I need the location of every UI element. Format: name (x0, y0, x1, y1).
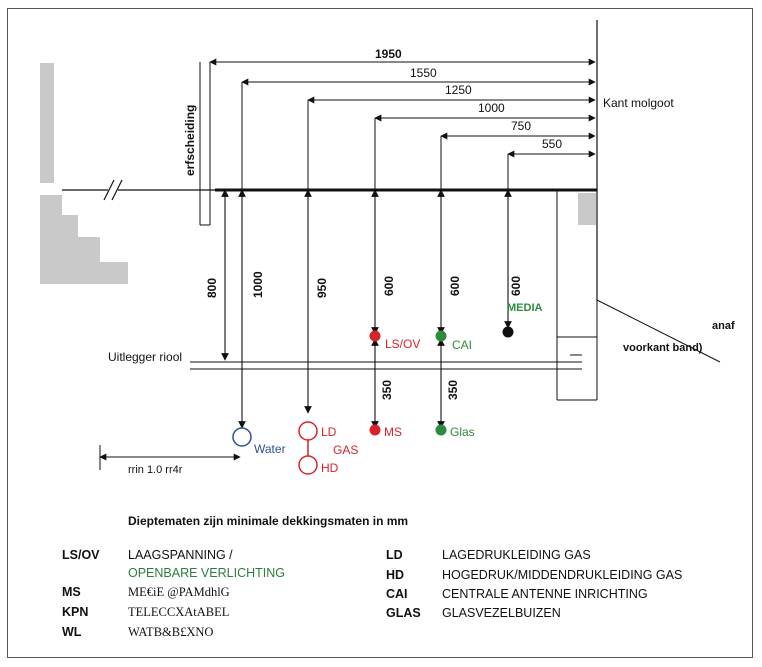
glas-label: Glas (450, 425, 475, 439)
legend-desc-ld: LAGEDRUKLEIDING GAS (442, 548, 591, 562)
uitlegger-label: Uitlegger riool (108, 350, 182, 364)
glas-cable (435, 424, 447, 436)
water-label: Water (254, 442, 286, 456)
legend-desc-cai: CENTRALE ANTENNE INRICHTING (442, 587, 648, 601)
road-profile (556, 190, 598, 401)
media-label: MEDIA (507, 302, 543, 314)
dim-label-750: 750 (511, 119, 531, 133)
legend-desc-glas: GLASVEZELBUIZEN (442, 606, 561, 620)
left-wall (40, 63, 128, 284)
depth-arrows (221, 189, 512, 429)
dim-label-1000: 1000 (478, 101, 505, 115)
legend-abbr-kpn: KPN (62, 605, 89, 619)
depth-950: 950 (315, 278, 329, 298)
break-mark-1 (103, 179, 115, 201)
legend-abbr-cai: CAI (386, 587, 408, 601)
horizontal-dimensions: 1950 1550 1250 1000 750 550 (209, 47, 596, 190)
legend-abbr-glas: GLAS (386, 606, 421, 620)
ld-label: LD (321, 425, 337, 439)
ms-cable (369, 424, 381, 436)
depth-600-media: 600 (509, 276, 523, 296)
dim-label-1550: 1550 (410, 66, 437, 80)
depth-1000: 1000 (251, 271, 265, 298)
cai-cable (435, 330, 447, 342)
cable-depth-diagram: 1950 1550 1250 1000 750 550 Kant molgoot erfs… (40, 20, 735, 476)
lsov-cable (369, 330, 381, 342)
depth-350-glas: 350 (446, 380, 460, 400)
depth-800: 800 (205, 278, 219, 298)
depth-note: Dieptematen zijn minimale dekkingsmaten … (128, 514, 409, 528)
voorkant-label: voorkant band) (623, 342, 703, 354)
legend-abbr-hd: HD (386, 568, 405, 582)
hd-pipe (298, 455, 318, 475)
hd-label: HD (321, 461, 339, 475)
legend-desc-wl: WATB&B£XNO (128, 625, 214, 639)
legend-abbr-ld: LD (386, 548, 403, 562)
anaf-label: anaf (712, 320, 735, 332)
depth-350-ms: 350 (380, 380, 394, 400)
gas-label: GAS (333, 443, 358, 457)
bottom-dimension (99, 445, 241, 470)
depth-600-cai: 600 (448, 276, 462, 296)
legend-desc-hd: HOGEDRUK/MIDDENDRUKLEIDING GAS (442, 568, 683, 582)
legend-abbr-ms: MS (62, 585, 81, 599)
dim-label-550: 550 (542, 137, 562, 151)
dim-label-1250: 1250 (445, 83, 472, 97)
legend-abbr-lsov: LS/OV (62, 548, 100, 562)
dim-label-1950: 1950 (375, 47, 402, 61)
right-grey-block (578, 193, 596, 225)
water-pipe (232, 427, 252, 447)
legend-desc-lsov-2: OPENBARE VERLICHTING (128, 566, 285, 580)
ms-label: MS (384, 425, 402, 439)
riool-lines (190, 354, 582, 370)
legend-desc-kpn: TELECCXAtABEL (128, 605, 230, 619)
break-mark-2 (111, 179, 123, 201)
cai-label: CAI (452, 338, 472, 352)
ld-pipe (298, 421, 318, 441)
kant-slant (596, 299, 721, 363)
kant-label: Kant molgoot (603, 96, 674, 110)
legend-desc-lsov: LAAGSPANNING / (128, 548, 233, 562)
erf-label: erfscheiding (183, 105, 197, 176)
lsov-label: LS/OV (385, 337, 420, 351)
media-cable (502, 326, 514, 338)
legend-desc-ms: ME€iE @PAMdhlG (128, 585, 230, 599)
depth-600-lsov: 600 (382, 276, 396, 296)
bottom-dim-label: rrin 1.0 rr4r (128, 464, 183, 476)
legend-abbr-wl: WL (62, 625, 82, 639)
